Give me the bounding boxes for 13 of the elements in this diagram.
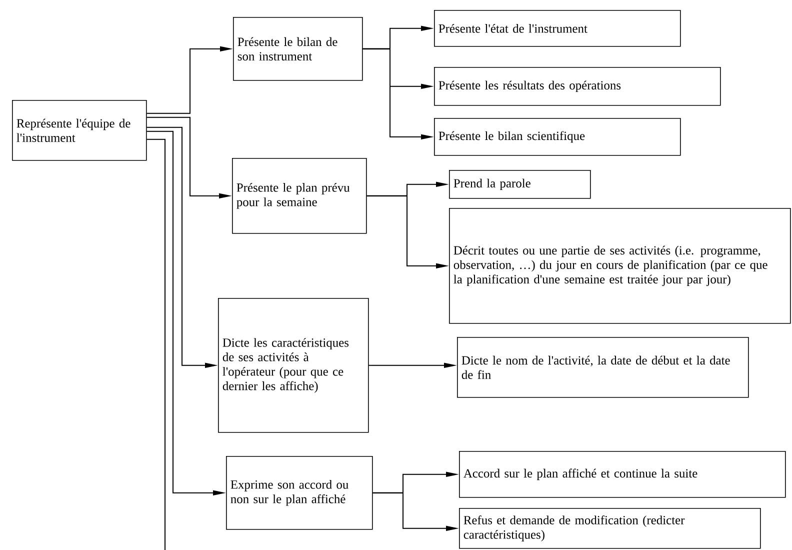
process-box: Décrit toutes ou une partie de ses activités (i.e. programme, observation, …) du jour en cours de planification (par ce que la planification d'une semaine est traitée jour par jour) (449, 208, 791, 324)
process-box: Exprime son accord ou non sur le plan affiché (226, 456, 373, 530)
process-box: Dicte le nom de l'activité, la date de début et la date de fin (457, 337, 749, 398)
process-box: Présente l'état de l'instrument (434, 10, 681, 47)
process-box: Dicte les caractéristiques de ses activités à l'opérateur (pour que ce dernier les affiche) (218, 298, 369, 433)
process-box: Présente les résultats des opérations (434, 67, 721, 106)
process-box: Refus et demande de modification (redicter caractéristiques) (459, 508, 761, 549)
process-box: Prend la parole (449, 170, 591, 199)
process-box: Présente le plan prévu pour la semaine (232, 158, 367, 234)
process-box: Présente le bilan de son instrument (233, 17, 363, 81)
process-box: Présente le bilan scientifique (434, 118, 681, 156)
process-box: Représente l'équipe de l'instrument (12, 100, 147, 161)
process-box: Accord sur le plan affiché et continue la suite (459, 451, 786, 498)
